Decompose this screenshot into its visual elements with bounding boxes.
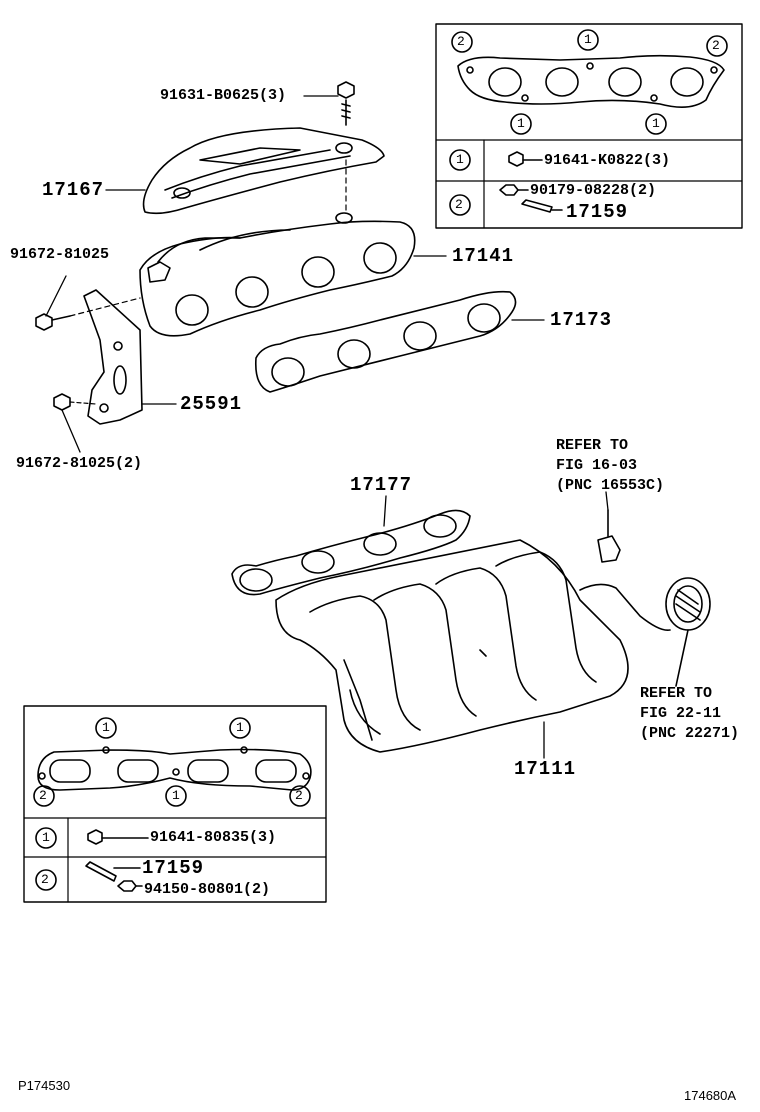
nut-icon bbox=[117, 880, 137, 892]
marker-1-text: 1 bbox=[172, 788, 180, 803]
bolt-left bbox=[35, 297, 141, 331]
stud-icon bbox=[521, 199, 553, 213]
throttle-gasket bbox=[665, 577, 711, 687]
marker-1-circle bbox=[449, 149, 471, 171]
refer-a-line3: (PNC 16553C) bbox=[556, 477, 665, 494]
marker-1-text: 1 bbox=[584, 32, 592, 47]
box-top-row1-part: 91641-K0822(3) bbox=[544, 152, 671, 169]
intake-gasket-label: 17177 bbox=[350, 474, 413, 496]
marker-1-text: 1 bbox=[236, 720, 244, 735]
marker-1-circle bbox=[645, 113, 667, 135]
bolt-left-lower-label: 91672-81025(2) bbox=[16, 455, 143, 472]
footer-left-code: P174530 bbox=[18, 1078, 71, 1093]
inset-gasket-bottom bbox=[37, 748, 312, 791]
box-bottom-row2-part-b: 94150-80801(2) bbox=[144, 881, 271, 898]
intake-manifold bbox=[275, 539, 671, 753]
bracket bbox=[83, 289, 143, 425]
marker-2-text: 2 bbox=[41, 872, 49, 887]
exhaust-gasket bbox=[254, 290, 517, 393]
marker-1-circle bbox=[165, 785, 187, 807]
marker-1-text: 1 bbox=[456, 152, 464, 167]
nut-icon bbox=[499, 184, 519, 196]
intake-gasket bbox=[231, 509, 471, 596]
bolt-icon bbox=[508, 151, 524, 167]
marker-2-text: 2 bbox=[39, 788, 47, 803]
marker-2-circle bbox=[449, 194, 471, 216]
marker-2-circle bbox=[33, 785, 55, 807]
marker-2-text: 2 bbox=[712, 38, 720, 53]
marker-1-text: 1 bbox=[42, 830, 50, 845]
box-top-row2-part-a: 90179-08228(2) bbox=[530, 182, 657, 199]
intake-manifold-label: 17111 bbox=[514, 758, 577, 780]
bolt-left-label: 91672-81025 bbox=[10, 246, 110, 263]
bolt-top bbox=[337, 81, 355, 215]
marker-1-text: 1 bbox=[102, 720, 110, 735]
exhaust-manifold-label: 17141 bbox=[452, 245, 515, 267]
bolt-icon bbox=[87, 829, 103, 845]
bolt-left-lower bbox=[53, 393, 97, 411]
marker-2-text: 2 bbox=[457, 34, 465, 49]
footer-right-code: 174680A bbox=[684, 1088, 737, 1103]
refer-b-line1: REFER TO bbox=[640, 685, 713, 702]
refer-a-line1: REFER TO bbox=[556, 437, 629, 454]
bolt-top-label: 91631-B0625(3) bbox=[160, 87, 287, 104]
heat-insulator bbox=[142, 127, 385, 215]
marker-1-circle bbox=[229, 717, 251, 739]
refer-a-line2: FIG 16-03 bbox=[556, 457, 638, 474]
marker-1-circle bbox=[577, 29, 599, 51]
marker-2-circle bbox=[706, 35, 728, 57]
marker-1-text: 1 bbox=[652, 116, 660, 131]
marker-1-text: 1 bbox=[517, 116, 525, 131]
refer-connector bbox=[597, 509, 621, 563]
box-bottom-row1-part: 91641-80835(3) bbox=[150, 829, 277, 846]
box-bottom-row2-part-a: 17159 bbox=[142, 857, 205, 879]
heat-insulator-label: 17167 bbox=[42, 179, 105, 201]
refer-b-line2: FIG 22-11 bbox=[640, 705, 722, 722]
inset-box-bottom bbox=[23, 705, 327, 903]
marker-1-circle bbox=[95, 717, 117, 739]
inset-gasket-top bbox=[457, 54, 725, 108]
leader-lines bbox=[45, 95, 609, 759]
marker-1-circle bbox=[510, 113, 532, 135]
marker-2-circle bbox=[451, 31, 473, 53]
marker-2-text: 2 bbox=[295, 788, 303, 803]
exhaust-gasket-label: 17173 bbox=[550, 309, 613, 331]
stud-icon bbox=[85, 861, 117, 882]
refer-b-line3: (PNC 22271) bbox=[640, 725, 740, 742]
marker-2-text: 2 bbox=[455, 197, 463, 212]
bracket-label: 25591 bbox=[180, 393, 243, 415]
box-top-row2-part-b: 17159 bbox=[566, 201, 629, 223]
inset-box-top bbox=[435, 23, 743, 229]
marker-2-circle bbox=[289, 785, 311, 807]
marker-2-circle bbox=[35, 869, 57, 891]
marker-1-circle bbox=[35, 827, 57, 849]
exhaust-manifold bbox=[139, 212, 416, 337]
